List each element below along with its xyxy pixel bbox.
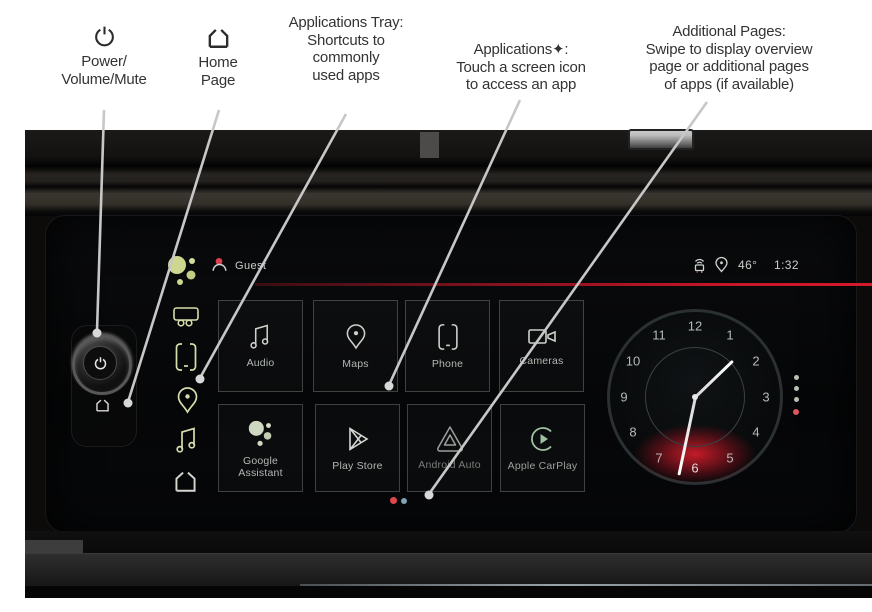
- app-tile-google-assistant[interactable]: Google Assistant: [218, 404, 303, 492]
- power-icon: [94, 356, 106, 369]
- temperature-readout: 46°: [738, 258, 758, 272]
- app-tile-maps[interactable]: Maps: [313, 300, 398, 392]
- guest-avatar-icon: [212, 258, 227, 271]
- widget-dot-active: [793, 409, 799, 415]
- clock-readout: 1:32: [774, 258, 799, 272]
- callout-additional-pages-line3: page or additional pages: [649, 58, 809, 75]
- app-label: Play Store: [332, 459, 383, 472]
- callout-power-line2: Volume/Mute: [61, 70, 147, 88]
- widget-dot: [794, 375, 799, 380]
- home-button[interactable]: [88, 390, 116, 418]
- clock-numeral: 2: [752, 353, 760, 369]
- assistant-dots-icon: [168, 256, 196, 285]
- app-tile-audio[interactable]: Audio: [218, 300, 303, 392]
- callout-applications: Applications✦: Touch a screen icon to ac…: [434, 41, 608, 94]
- home-icon: [95, 399, 109, 412]
- callout-home-line2: Page: [200, 71, 236, 89]
- tray-item-maps[interactable]: [170, 384, 204, 416]
- callout-apps-tray-line1: Applications Tray:: [288, 14, 404, 31]
- clock-numeral: 8: [629, 424, 637, 440]
- profile-name[interactable]: Guest: [235, 260, 267, 272]
- callout-applications-line1: Applications✦:: [473, 41, 569, 58]
- callout-additional-pages-line2: Swipe to display overview: [645, 40, 813, 58]
- tray-item-home[interactable]: [168, 464, 202, 496]
- app-label: Android Auto: [418, 459, 481, 471]
- dashboard-lower-trim: [25, 531, 872, 553]
- app-label: Google Assistant: [238, 454, 283, 479]
- app-label: Maps: [342, 357, 369, 370]
- assistant-dots-icon: [248, 420, 271, 446]
- video-camera-icon: [527, 328, 556, 344]
- clock-numeral: 7: [655, 450, 663, 466]
- tray-item-audio[interactable]: [170, 424, 204, 456]
- callout-home-line1: Home: [198, 54, 238, 71]
- dashboard-top-trim: [25, 130, 872, 216]
- callout-applications-line3: to access an app: [465, 76, 577, 93]
- clock-numeral: 12: [687, 318, 703, 334]
- play-store-icon: [348, 426, 369, 451]
- dashboard-vent-detail: [420, 132, 439, 158]
- callout-additional-pages-line1: Additional Pages:: [672, 23, 786, 40]
- maps-pin-icon: [177, 386, 197, 414]
- status-accent-line: [255, 283, 872, 286]
- phone-icon: [175, 343, 197, 371]
- callout-power-line1: Power/: [81, 53, 127, 70]
- connected-vehicle-icon: [691, 256, 708, 273]
- widget-dot: [794, 386, 799, 391]
- callout-applications-line2: Touch a screen icon: [456, 58, 586, 76]
- callout-apps-tray: Applications Tray: Shortcuts to commonly…: [268, 14, 424, 84]
- dashboard-lower-band: [25, 553, 872, 587]
- home-icon: [174, 471, 196, 492]
- tray-item-assistant[interactable]: [165, 253, 199, 285]
- clock-widget[interactable]: 12 1 2 3 4 5 6 7 8 9 10 11: [607, 309, 783, 485]
- app-tile-phone[interactable]: Phone: [405, 300, 490, 392]
- callout-additional-pages-line4: of apps (if available): [664, 75, 794, 93]
- tray-item-vehicle[interactable]: [169, 301, 203, 333]
- clock-numeral: 1: [726, 327, 734, 343]
- app-tile-play-store[interactable]: Play Store: [315, 404, 400, 492]
- tray-item-phone[interactable]: [169, 341, 203, 373]
- audio-note-icon: [250, 324, 269, 349]
- app-tile-android-auto[interactable]: Android Auto: [407, 404, 492, 492]
- clock-numeral: 5: [726, 450, 734, 466]
- dashboard-chrome-strip: [300, 584, 872, 586]
- dashboard-latch: [628, 129, 694, 150]
- clock-numeral: 4: [752, 424, 760, 440]
- widget-dot: [794, 397, 799, 402]
- app-label: Apple CarPlay: [507, 459, 578, 472]
- clock-numeral: 3: [762, 389, 770, 405]
- callout-apps-tray-line4: used apps: [312, 66, 380, 84]
- carplay-icon: [530, 426, 552, 451]
- home-icon: [208, 29, 228, 48]
- audio-note-icon: [176, 427, 196, 453]
- page-dot-active: [390, 497, 397, 504]
- clock-numeral: 6: [691, 460, 699, 476]
- clock-numeral: 11: [652, 327, 666, 343]
- app-label: Cameras: [519, 354, 564, 367]
- dashboard-bottom-edge: [25, 586, 872, 598]
- callout-apps-tray-line2: Shortcuts to: [307, 31, 385, 49]
- callout-power: Power/ Volume/Mute: [48, 24, 160, 88]
- power-icon: [94, 26, 114, 47]
- vehicle-icon: [173, 307, 199, 327]
- profile-chip[interactable]: [211, 256, 228, 273]
- clock-hub: [692, 394, 698, 400]
- callout-home: Home Page: [170, 24, 266, 89]
- app-label: Audio: [246, 357, 275, 369]
- android-auto-icon: [436, 426, 463, 452]
- app-label: Phone: [431, 357, 464, 370]
- power-volume-knob-face[interactable]: [83, 346, 117, 380]
- page-dot-inactive: [401, 498, 407, 504]
- callout-apps-tray-line3: commonly: [312, 49, 380, 66]
- location-icon: [714, 256, 729, 273]
- power-volume-knob[interactable]: [72, 335, 132, 395]
- app-tile-apple-carplay[interactable]: Apple CarPlay: [500, 404, 585, 492]
- maps-pin-icon: [346, 323, 365, 349]
- callout-additional-pages: Additional Pages: Swipe to display overv…: [614, 23, 844, 93]
- app-tile-cameras[interactable]: Cameras: [499, 300, 584, 392]
- clock-numeral: 10: [625, 353, 641, 369]
- phone-icon: [437, 323, 458, 350]
- clock-numeral: 9: [620, 389, 628, 405]
